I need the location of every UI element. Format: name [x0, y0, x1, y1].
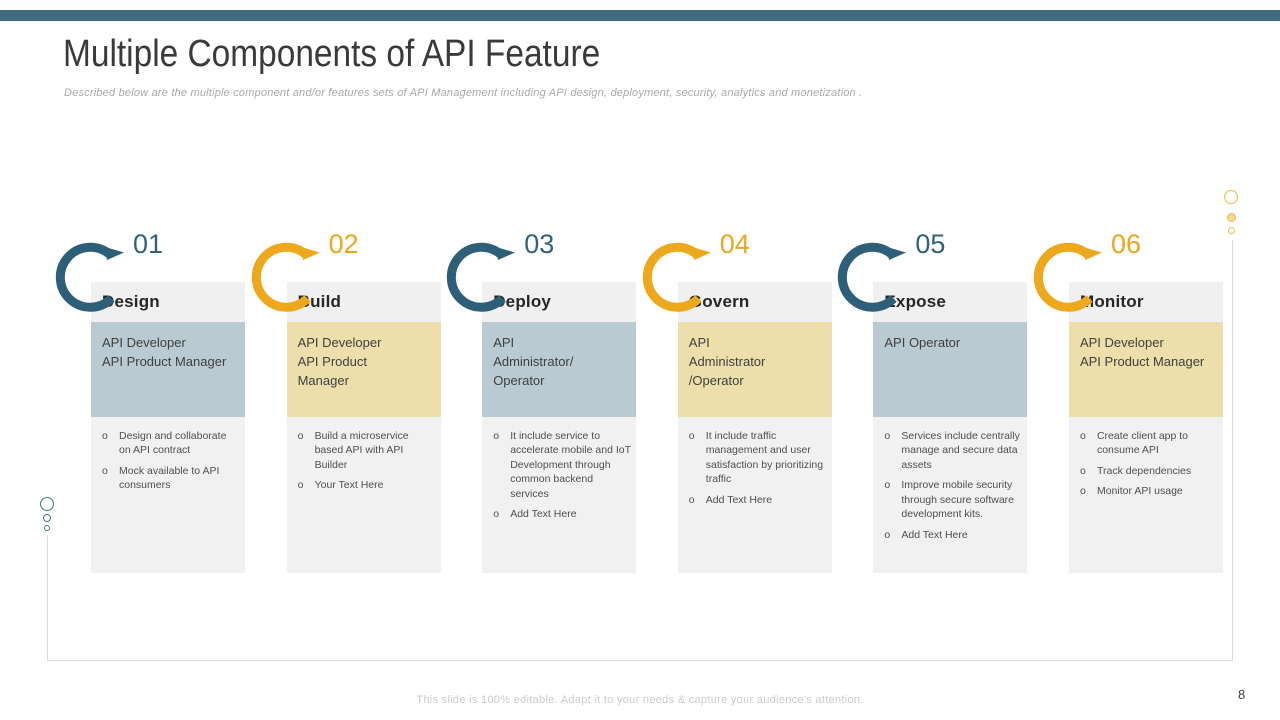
bullet-text: Monitor API usage	[1096, 485, 1183, 498]
bullet-item: o It include traffic management and user …	[687, 429, 827, 487]
bullet-item: o Design and collaborate on API contract	[100, 429, 240, 458]
column-title: Monitor	[1068, 282, 1223, 322]
bullet-item: o Add Text Here	[687, 493, 827, 507]
feature-column: 01 Design API Developer API Product Mana…	[55, 229, 245, 573]
bullet-text: Services include centrally manage and se…	[901, 430, 1020, 471]
role-box: API Developer API Product Manager	[286, 322, 441, 417]
bullet-item: o Add Text Here	[882, 528, 1022, 542]
role-box: API Developer API Product Manager	[91, 322, 245, 417]
arc-swoosh-icon	[447, 242, 516, 312]
feature-column: 05 Expose API Operator o Services include…	[838, 229, 1028, 573]
bullet-text: Track dependencies	[1096, 464, 1192, 477]
right-decor-circle-small	[1228, 227, 1235, 234]
bullet-marker-icon: o	[884, 479, 891, 492]
bullet-text: Add Text Here	[510, 508, 577, 521]
feature-column: 02 Build API Developer API Product Manag…	[251, 229, 441, 573]
bullet-text: It include service to accelerate mobile …	[510, 430, 631, 500]
bullet-item: o It include service to accelerate mobile…	[491, 429, 631, 501]
right-decor-circle-medium	[1227, 213, 1236, 222]
arc-swoosh-icon	[55, 242, 124, 312]
role-box: API Developer API Product Manager	[1068, 322, 1223, 417]
bullet-item: o Create client app to consume API	[1078, 429, 1218, 458]
bullet-text: Create client app to consume API	[1096, 430, 1189, 457]
bullet-marker-icon: o	[102, 430, 108, 442]
right-decor-circle-large	[1224, 190, 1238, 204]
step-number: 04	[719, 229, 750, 259]
step-number: 02	[328, 229, 359, 259]
arc-swoosh-icon	[642, 242, 711, 312]
bullet-item: o Add Text Here	[491, 507, 631, 521]
bullet-marker-icon: o	[884, 430, 891, 442]
top-accent-bar	[0, 10, 1280, 21]
frame-line-right	[1232, 240, 1233, 660]
bullet-item: o Your Text Here	[296, 478, 436, 492]
column-title: Build	[286, 282, 441, 322]
step-number: 03	[524, 229, 555, 259]
footer-note: This slide is 100% editable. Adapt it to…	[416, 694, 864, 706]
bullet-text: Improve mobile security through secure s…	[901, 479, 1015, 521]
bullet-text: Add Text Here	[901, 528, 968, 541]
bullet-marker-icon: o	[297, 430, 304, 442]
page-number: 8	[1238, 687, 1246, 702]
bullet-marker-icon: o	[297, 479, 304, 492]
bullet-text: Add Text Here	[705, 493, 773, 506]
role-box: API Administrator /Operator	[677, 322, 832, 417]
arc-swoosh-icon	[1033, 242, 1102, 312]
page-subtitle: Described below are the multiple compone…	[64, 87, 863, 99]
column-title: Expose	[873, 282, 1028, 322]
bullet-marker-icon: o	[688, 493, 695, 506]
bullet-list: o It include service to accelerate mobile…	[482, 417, 637, 573]
bullet-item: o Mock available to API consumers	[100, 464, 240, 493]
step-number: 05	[915, 229, 946, 259]
frame-line-left	[47, 535, 48, 660]
frame-line-bottom	[47, 660, 1233, 661]
role-box: API Administrator/ Operator	[482, 322, 637, 417]
bullet-text: Mock available to API consumers	[119, 464, 220, 492]
left-decor-circle-large	[40, 497, 54, 511]
bullet-list: o Build a microservice based API with API…	[286, 417, 441, 573]
bullet-marker-icon: o	[1079, 430, 1086, 442]
bullet-item: o Improve mobile security through secure …	[882, 478, 1022, 521]
bullet-marker-icon: o	[102, 464, 108, 477]
bullet-list: o Services include centrally manage and s…	[873, 417, 1028, 573]
bullet-marker-icon: o	[688, 430, 695, 442]
role-box: API Operator	[873, 322, 1028, 417]
bullet-marker-icon: o	[493, 430, 500, 442]
feature-columns: 01 Design API Developer API Product Mana…	[55, 229, 1223, 573]
bullet-item: o Services include centrally manage and s…	[882, 429, 1022, 472]
arc-swoosh-icon	[838, 242, 907, 312]
feature-column: 06 Monitor API Developer API Product Man…	[1033, 229, 1223, 573]
bullet-text: It include traffic management and user s…	[705, 430, 824, 486]
left-decor-circle-small	[44, 525, 50, 531]
bullet-item: o Build a microservice based API with API…	[296, 429, 436, 472]
bullet-item: o Monitor API usage	[1078, 484, 1218, 498]
bullet-text: Your Text Here	[314, 479, 384, 492]
step-number: 01	[133, 229, 164, 259]
bullet-marker-icon: o	[493, 508, 500, 521]
page-title: Multiple Components of API Feature	[63, 33, 601, 75]
bullet-list: o It include traffic management and user …	[677, 417, 832, 573]
bullet-item: o Track dependencies	[1078, 464, 1218, 478]
arc-swoosh-icon	[251, 242, 320, 312]
bullet-marker-icon: o	[1079, 485, 1086, 498]
bullet-marker-icon: o	[884, 528, 891, 541]
left-decor-circle-medium	[43, 514, 51, 522]
bullet-text: Design and collaborate on API contract	[119, 430, 227, 457]
bullet-marker-icon: o	[1079, 464, 1086, 477]
column-title: Design	[91, 282, 245, 322]
column-title: Deploy	[482, 282, 637, 322]
column-title: Govern	[677, 282, 832, 322]
bullet-text: Build a microservice based API with API …	[314, 430, 409, 471]
step-number: 06	[1110, 229, 1142, 259]
